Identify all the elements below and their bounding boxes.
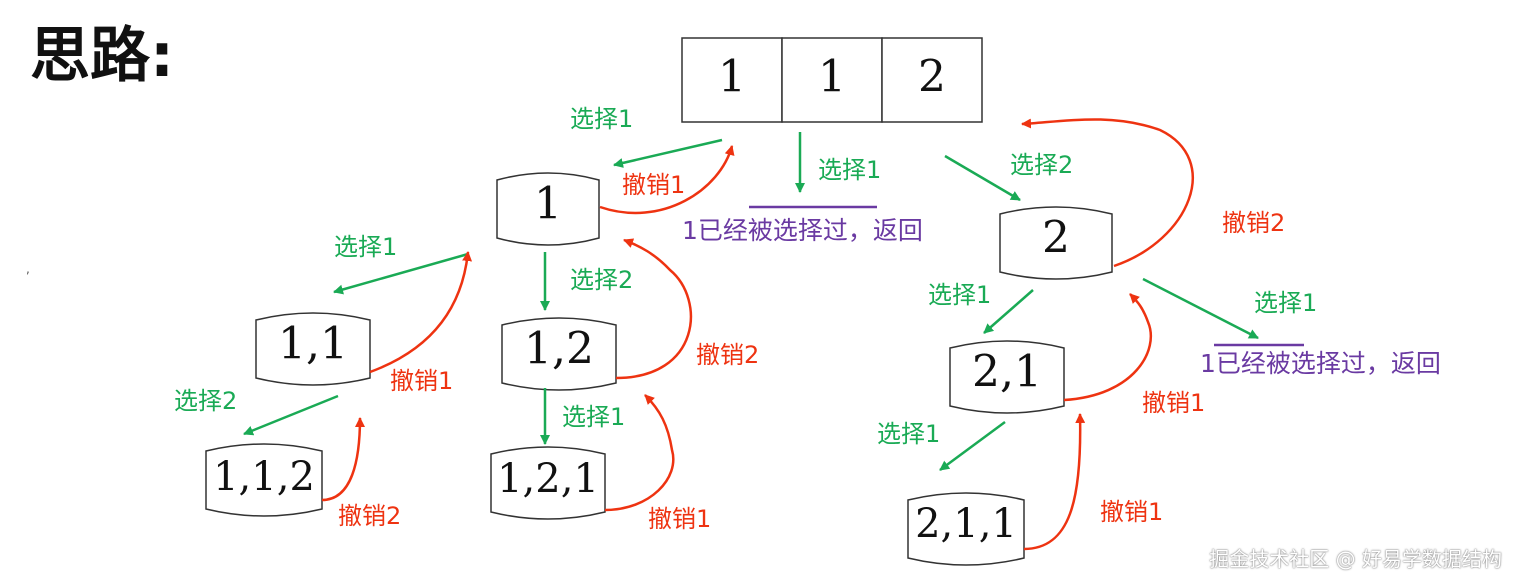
arrow-select-1-1 (333, 252, 469, 295)
node-2-label: 2 (1042, 213, 1070, 264)
node-1-2-1: 1,2,1 (490, 446, 606, 520)
arrow-select-root-1 (613, 138, 723, 168)
arrow-select-2-1-1 (939, 420, 1006, 472)
label-select-root-dup: 选择1 (818, 156, 881, 184)
array-cell-2 (881, 37, 983, 123)
node-1-1-label: 1,1 (278, 319, 348, 370)
undo-arrows (321, 118, 1194, 551)
label-select-1-2-1: 选择1 (562, 403, 625, 431)
arrow-undo-1-1 (369, 251, 473, 374)
label-undo-1-2-1: 撤销1 (648, 505, 711, 533)
label-undo-2-1-1: 撤销1 (1100, 498, 1163, 526)
array-cell-2-label: 2 (918, 52, 946, 103)
node-1-label: 1 (534, 179, 562, 230)
node-2-1-1-label: 2,1,1 (915, 501, 1017, 547)
label-undo-1-1-2: 撤销2 (338, 502, 401, 530)
label-select-2-1-1: 选择1 (877, 420, 940, 448)
node-1-1-2: 1,1,2 (205, 443, 323, 517)
node-2-1-label: 2,1 (972, 347, 1042, 398)
arrow-undo-1-2 (615, 238, 692, 380)
arrow-undo-2-root (1021, 118, 1194, 268)
label-select-root-1: 选择1 (570, 105, 633, 133)
arrow-undo-2-1 (1063, 293, 1153, 402)
node-1-2-label: 1,2 (524, 324, 594, 375)
label-undo-1-1: 撤销1 (390, 367, 453, 395)
label-select-1-2: 选择2 (570, 266, 633, 294)
undo-labels: 撤销1 撤销2 撤销1 撤销2 撤销2 撤销1 撤销1 撤销1 (338, 171, 1285, 533)
node-2: 2 (999, 206, 1113, 280)
arrow-undo-1-root (599, 145, 735, 215)
node-2-1-1: 2,1,1 (907, 492, 1025, 566)
arrow-select-root-2 (944, 154, 1021, 202)
stray-mark: , (26, 262, 30, 276)
array-cell-0-label: 1 (718, 52, 746, 103)
input-array: 1 1 2 (681, 37, 983, 123)
node-1-2: 1,2 (501, 317, 617, 391)
arrow-select-2-1 (983, 289, 1034, 334)
arrow-undo-2-1-1 (1023, 413, 1086, 551)
arrow-undo-1-2-1 (604, 394, 675, 512)
label-select-1-1: 选择1 (334, 233, 397, 261)
label-undo-1-root: 撤销1 (622, 171, 685, 199)
label-select-2-dup: 选择1 (1254, 289, 1317, 317)
watermark: 掘金技术社区 @ 好易学数据结构 (1209, 547, 1502, 571)
node-1-1: 1,1 (255, 312, 371, 386)
node-1-1-2-label: 1,1,2 (213, 454, 315, 500)
label-select-2-1: 选择1 (928, 281, 991, 309)
label-undo-1-2: 撤销2 (696, 341, 759, 369)
array-cell-1-label: 1 (818, 52, 846, 103)
arrow-select-2-dup (1142, 277, 1259, 340)
arrow-select-1-1-2 (243, 394, 339, 436)
arrow-undo-1-1-2 (321, 417, 365, 502)
node-2-1: 2,1 (949, 340, 1065, 414)
label-undo-2-1: 撤销1 (1142, 389, 1205, 417)
note-already-selected-2: 1已经被选择过，返回 (1200, 349, 1441, 378)
note-already-selected-root: 1已经被选择过，返回 (682, 216, 923, 245)
label-select-root-2: 选择2 (1010, 151, 1073, 179)
label-undo-2-root: 撤销2 (1222, 209, 1285, 237)
array-cell-0 (681, 37, 783, 123)
node-1: 1 (496, 172, 600, 246)
label-select-1-1-2: 选择2 (174, 387, 237, 415)
select-arrows (243, 132, 1259, 472)
node-1-2-1-label: 1,2,1 (497, 456, 599, 502)
heading: 思路: (30, 21, 174, 91)
select-labels: 选择1 选择1 选择2 选择1 选择2 选择2 选择1 选择1 选择1 选择1 (174, 105, 1317, 448)
